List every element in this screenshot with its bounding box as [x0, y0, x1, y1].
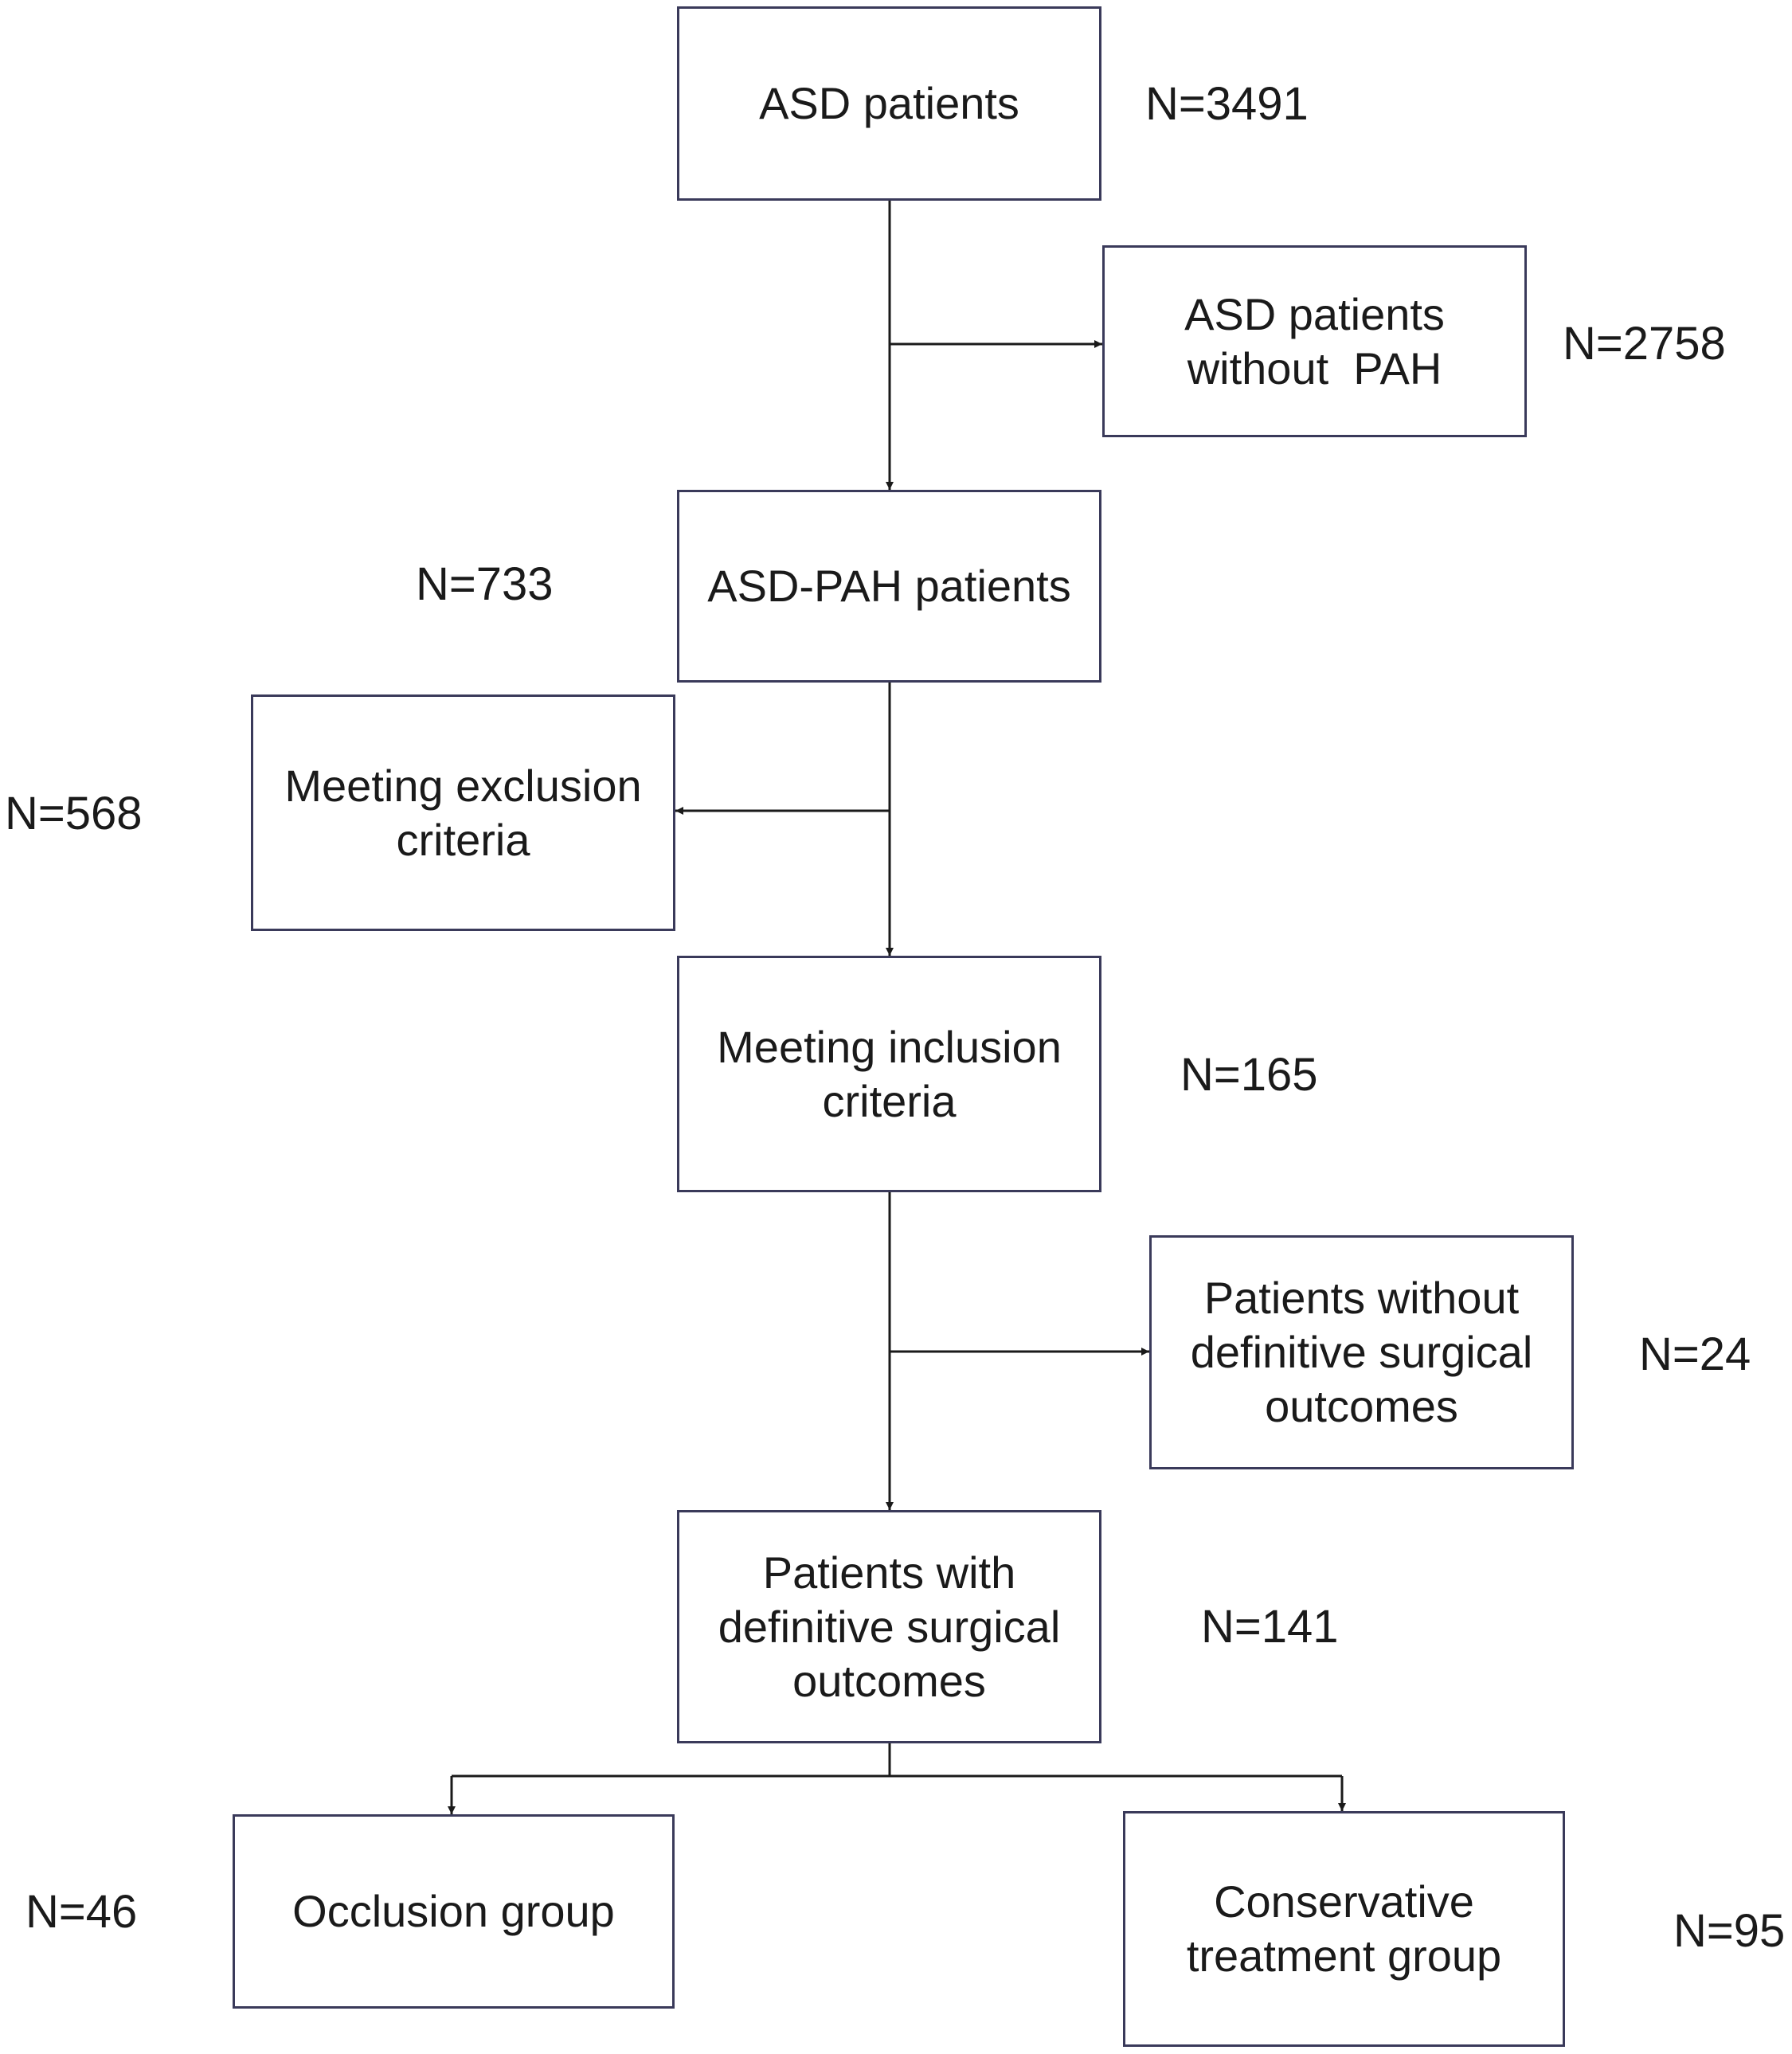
box-exclusion-criteria: Meeting exclusion criteria — [251, 694, 675, 931]
box-asd-without-pah-line-1: ASD patients — [1184, 288, 1445, 339]
box-patients-with-outcomes-line-3: outcomes — [792, 1655, 986, 1706]
box-occlusion-group: Occlusion group — [233, 1814, 675, 2009]
box-asd-without-pah-line-2: without PAH — [1187, 342, 1442, 393]
box-conservative-treatment-group: Conservative treatment group — [1123, 1811, 1565, 2047]
box-exclusion-criteria-line-2: criteria — [396, 814, 530, 865]
box-patients-without-outcomes-line-1: Patients without — [1203, 1273, 1520, 1323]
count-patients-without-outcomes: N=24 — [1639, 1328, 1751, 1380]
box-occlusion-group-line-1: Occlusion group — [292, 1886, 615, 1936]
count-asd-pah-patients: N=733 — [416, 558, 554, 610]
count-exclusion-criteria: N=568 — [5, 788, 143, 839]
count-conservative-treatment-group: N=95 — [1673, 1905, 1786, 1957]
box-asd-without-pah: ASD patients without PAH — [1102, 245, 1527, 437]
box-exclusion-criteria-line-1: Meeting exclusion — [284, 760, 642, 811]
box-patients-without-outcomes-line-2: definitive surgical — [1190, 1327, 1533, 1377]
box-asd-patients: ASD patients — [677, 6, 1101, 201]
box-inclusion-criteria: Meeting inclusion criteria — [677, 956, 1101, 1192]
box-inclusion-criteria-line-1: Meeting inclusion — [717, 1021, 1062, 1072]
box-patients-without-outcomes-line-3: outcomes — [1265, 1381, 1458, 1431]
box-patients-without-outcomes: Patients without definitive surgical out… — [1149, 1235, 1574, 1469]
box-conservative-treatment-group-line-2: treatment group — [1186, 1931, 1502, 1981]
count-patients-with-outcomes: N=141 — [1201, 1601, 1339, 1653]
box-conservative-treatment-group-line-1: Conservative — [1214, 1876, 1474, 1927]
box-asd-pah-patients-line-1: ASD-PAH patients — [707, 561, 1071, 611]
count-inclusion-criteria: N=165 — [1180, 1049, 1318, 1101]
count-asd-without-pah: N=2758 — [1563, 318, 1726, 370]
box-asd-pah-patients: ASD-PAH patients — [677, 490, 1101, 683]
box-patients-with-outcomes-line-2: definitive surgical — [718, 1601, 1061, 1652]
box-patients-with-outcomes-line-1: Patients with — [762, 1547, 1016, 1598]
count-occlusion-group: N=46 — [25, 1886, 138, 1938]
box-asd-patients-line-1: ASD patients — [759, 78, 1019, 128]
box-patients-with-outcomes: Patients with definitive surgical outcom… — [677, 1510, 1101, 1743]
count-asd-patients: N=3491 — [1145, 78, 1309, 130]
box-inclusion-criteria-line-2: criteria — [822, 1075, 957, 1126]
